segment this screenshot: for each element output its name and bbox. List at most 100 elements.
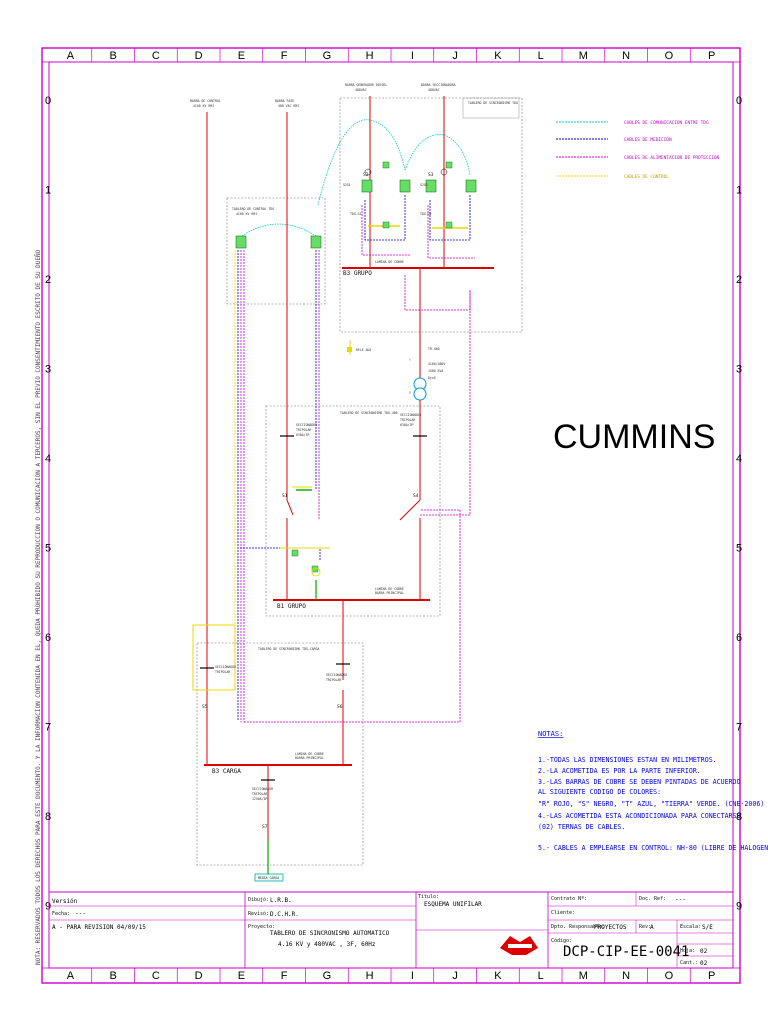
tb-revision-note: A - PARA REVISION 04/09/15 — [52, 924, 146, 931]
svg-text:SECCIONADOR: SECCIONADOR — [400, 413, 421, 417]
grid-row-label: 7 — [45, 722, 51, 734]
grid-column-label: K — [494, 970, 502, 982]
svg-text:4160 KV RMI: 4160 KV RMI — [236, 212, 257, 216]
svg-text:LAMINA DE COBRE: LAMINA DE COBRE — [295, 752, 324, 756]
grid-column-label: C — [152, 970, 160, 982]
svg-text:BARRA FASE: BARRA FASE — [275, 99, 294, 103]
grid-row-label: 2 — [736, 274, 742, 286]
tb-code-value: DCP-CIP-EE-0041 — [563, 944, 689, 960]
grid-column-label: E — [238, 970, 245, 982]
switch-label: S2 — [363, 172, 369, 178]
svg-text:TRIPOLAR: TRIPOLAR — [252, 792, 267, 796]
svg-text:1500 KVA: 1500 KVA — [428, 369, 443, 373]
note-line: 1.-TODAS LAS DIMENSIONES ESTAN EN MILIME… — [538, 756, 717, 764]
switch-label: S7 — [262, 824, 268, 830]
svg-text:TR-480: TR-480 — [428, 347, 440, 351]
svg-text:Dyn5: Dyn5 — [428, 376, 436, 380]
grid-column-label: B — [109, 50, 116, 62]
svg-text:BARRA PRINCIPAL: BARRA PRINCIPAL — [295, 756, 324, 760]
tb-dept-value: PROYECTOS — [594, 924, 627, 931]
svg-text:TABLERO DE SINCRONISMO TDG-480: TABLERO DE SINCRONISMO TDG-480 — [340, 411, 398, 415]
tb-sheet-label: Hoja: — [680, 948, 695, 954]
svg-text:SECCIONADOR: SECCIONADOR — [296, 423, 317, 427]
svg-text:480VAC: 480VAC — [355, 88, 367, 92]
svg-text:SECCIONADOR: SECCIONADOR — [326, 673, 347, 677]
svg-text:△: △ — [409, 357, 411, 361]
tb-reviewed-value: D.C.H.R. — [270, 911, 299, 918]
grid-column-label: H — [366, 970, 374, 982]
note-line: 4.-LAS ACOMETIDA ESTA ACONDICIONADA PARA… — [538, 812, 740, 820]
grid-column-label: I — [411, 970, 414, 982]
tb-rev-label: Rev: — [639, 924, 651, 930]
tb-reviewed-label: Revisó: — [248, 910, 269, 917]
grid-column-label: A — [67, 50, 75, 62]
note-line: "R" ROJO, "S" NEGRO, "T" AZUL, "TIERRA" … — [538, 800, 764, 808]
tb-dept-label: Dpto. Responsable: — [551, 924, 605, 930]
tb-scale-label: Escala: — [680, 924, 701, 930]
side-legal-note: NOTA: RESERVADOS TODOS LOS DERECHOS PARA… — [35, 249, 42, 965]
svg-text:TDG-G2: TDG-G2 — [420, 212, 432, 216]
svg-text:BARRA SECCIONADORA: BARRA SECCIONADORA — [421, 83, 456, 87]
grid-row-label: 5 — [736, 543, 742, 555]
grid-row-label: 8 — [45, 811, 51, 823]
bus-label: B3 GRUPO — [343, 270, 372, 277]
grid-column-label: A — [67, 970, 75, 982]
svg-text:TABLERO DE SINCRONISMO TDG: TABLERO DE SINCRONISMO TDG — [468, 101, 518, 105]
svg-text:4160/480V: 4160/480V — [428, 362, 445, 366]
svg-text:630A/3P: 630A/3P — [296, 433, 310, 437]
grid-column-label: H — [366, 50, 374, 62]
grid-column-label: B — [109, 970, 116, 982]
tb-title-value: ESQUEMA UNIFILAR — [424, 901, 482, 908]
tb-client-label: Cliente: — [551, 910, 575, 916]
grid-column-label: C — [152, 50, 160, 62]
load-output-terminal — [254, 873, 284, 882]
tb-revision: Versión — [52, 898, 78, 905]
svg-text:SECCIONADOR: SECCIONADOR — [215, 665, 236, 669]
svg-text:TRIPOLAR: TRIPOLAR — [296, 428, 311, 432]
svg-text:480 VAC RMI: 480 VAC RMI — [278, 104, 299, 108]
switch-label: S4 — [413, 493, 419, 499]
svg-text:1250A/3P: 1250A/3P — [252, 797, 267, 801]
svg-text:RELE AUX: RELE AUX — [356, 348, 371, 352]
grid-column-label: G — [323, 970, 332, 982]
tb-contract-label: Contrato Nº: — [551, 896, 587, 902]
grid-column-label: O — [665, 50, 674, 62]
grid-row-label: 4 — [736, 453, 742, 465]
grid-column-label: E — [238, 50, 245, 62]
tb-project-value2: 4.16 KV y 480VAC , 3F, 60Hz — [278, 941, 376, 948]
title-block: Versión Fecha: --- A - PARA REVISION 04/… — [48, 891, 734, 969]
grid-column-label: D — [195, 970, 203, 982]
grid-column-label: F — [281, 970, 288, 982]
tb-project-label: Proyecto: — [248, 924, 275, 930]
grid-row-label: 3 — [45, 364, 51, 376]
breaker-symbols — [200, 435, 427, 781]
grid-column-label: D — [195, 50, 203, 62]
panel-box-top-right — [339, 97, 523, 333]
tb-sheets-value: 02 — [700, 960, 708, 967]
svg-text:630A/3P: 630A/3P — [400, 423, 414, 427]
panel-box-top-left — [226, 197, 326, 305]
grid-row-label: 9 — [736, 901, 742, 913]
switch-label: S6 — [337, 704, 343, 710]
note-line: 5.- CABLES A EMPLEARSE EN CONTROL: NH-80… — [538, 844, 768, 852]
grid-column-label: J — [452, 970, 458, 982]
tb-drawn-value: L.R.B. — [270, 897, 292, 904]
svg-text:BARRA DE CONTROL: BARRA DE CONTROL — [190, 99, 221, 103]
svg-text:52G1: 52G1 — [343, 183, 351, 187]
svg-text:LAMINA DE COBRE: LAMINA DE COBRE — [375, 260, 404, 264]
grid-row-label: 1 — [45, 185, 51, 197]
grid-row-label: 3 — [736, 364, 742, 376]
grid-column-label: N — [622, 50, 630, 62]
svg-text:Y: Y — [409, 391, 411, 395]
grid-column-label: L — [538, 50, 544, 62]
tb-date-value: --- — [75, 910, 86, 917]
grid-column-label: P — [708, 970, 715, 982]
grid-row-label: 2 — [45, 274, 51, 286]
note-line: (02) TERNAS DE CABLES. — [538, 823, 625, 831]
note-line: 3.-LAS BARRAS DE COBRE SE DEBEN PINTADAS… — [538, 778, 740, 786]
switch-label: S3 — [428, 172, 434, 178]
